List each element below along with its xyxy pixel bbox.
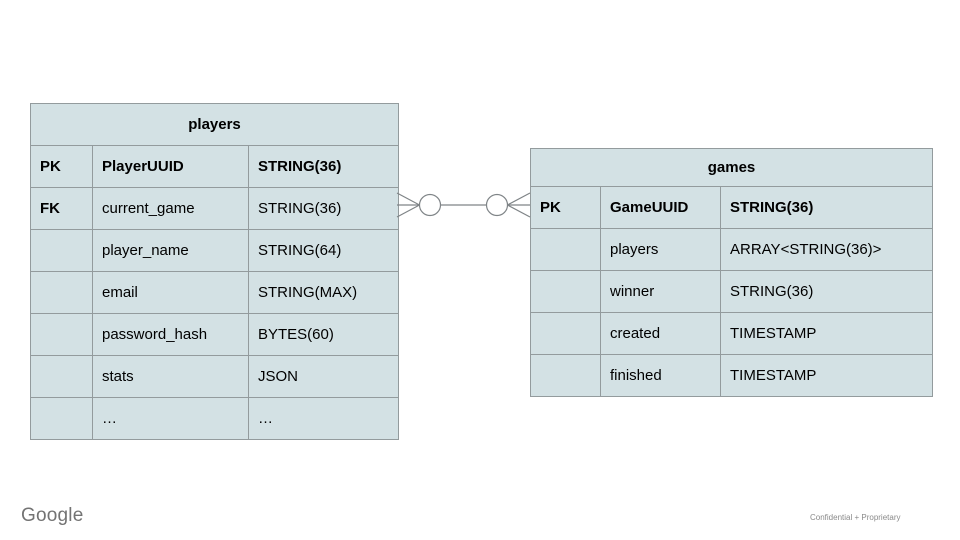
cell-key bbox=[30, 355, 93, 398]
cell-key: PK bbox=[530, 186, 601, 229]
cell-type: STRING(64) bbox=[247, 229, 400, 272]
cell-name: finished bbox=[600, 354, 721, 397]
cell-type: STRING(36) bbox=[247, 187, 400, 230]
cell-key bbox=[530, 270, 601, 313]
cell-type: STRING(36) bbox=[719, 270, 934, 313]
cell-key bbox=[30, 313, 93, 356]
cell-name: players bbox=[600, 228, 721, 271]
cell-type: STRING(MAX) bbox=[247, 271, 400, 314]
cell-name: player_name bbox=[92, 229, 249, 272]
cell-name: email bbox=[92, 271, 249, 314]
cell-type: TIMESTAMP bbox=[719, 312, 934, 355]
cell-key bbox=[30, 271, 93, 314]
cell-key bbox=[530, 228, 601, 271]
table-title-row: games bbox=[529, 148, 934, 187]
google-logo: Google bbox=[21, 505, 84, 526]
table-row: …… bbox=[30, 397, 400, 440]
cell-name: … bbox=[92, 397, 249, 440]
table-title-row: players bbox=[29, 103, 400, 146]
cell-key: FK bbox=[30, 187, 93, 230]
games-table-title: games bbox=[529, 148, 934, 187]
crow-foot-zero-or-many-right-icon bbox=[485, 192, 531, 218]
cell-name: stats bbox=[92, 355, 249, 398]
cell-type: ARRAY<STRING(36)> bbox=[719, 228, 934, 271]
cell-name: current_game bbox=[92, 187, 249, 230]
cell-type: TIMESTAMP bbox=[719, 354, 934, 397]
cell-type: STRING(36) bbox=[719, 186, 934, 229]
cell-key bbox=[30, 397, 93, 440]
cell-type: JSON bbox=[247, 355, 400, 398]
cell-type: … bbox=[247, 397, 400, 440]
relationship-connector bbox=[396, 192, 531, 218]
players-table-title: players bbox=[29, 103, 400, 146]
cell-key bbox=[530, 312, 601, 355]
cell-type: BYTES(60) bbox=[247, 313, 400, 356]
cell-name: created bbox=[600, 312, 721, 355]
confidential-label: Confidential + Proprietary bbox=[810, 513, 901, 522]
cell-name: winner bbox=[600, 270, 721, 313]
cell-name: GameUUID bbox=[600, 186, 721, 229]
cell-key bbox=[30, 229, 93, 272]
cell-key: PK bbox=[30, 145, 93, 188]
cell-key bbox=[530, 354, 601, 397]
cell-name: PlayerUUID bbox=[92, 145, 249, 188]
cell-type: STRING(36) bbox=[247, 145, 400, 188]
cell-name: password_hash bbox=[92, 313, 249, 356]
crow-foot-zero-or-many-left-icon bbox=[396, 192, 442, 218]
